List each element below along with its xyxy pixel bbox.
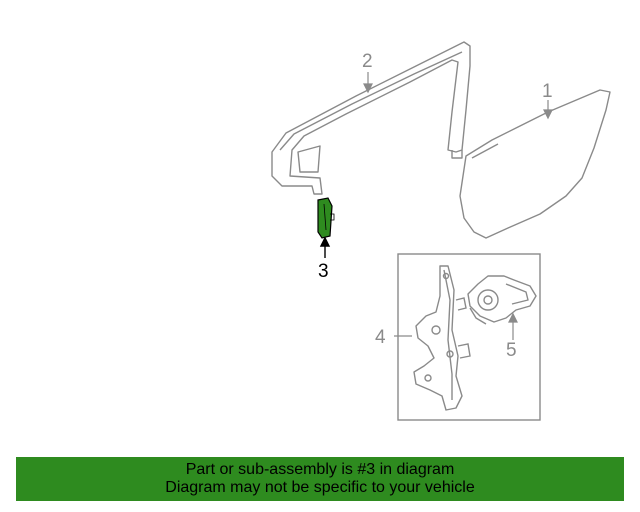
part-4-regulator-box[interactable]: [397, 253, 541, 421]
callout-1: 1: [542, 81, 553, 102]
callout-2: 2: [362, 51, 373, 72]
parts-diagram: 2 1 3 4 5: [271, 41, 611, 421]
part-1-glass[interactable]: [459, 89, 611, 239]
callout-4: 4: [375, 327, 386, 348]
part-2-channel[interactable]: [271, 41, 471, 195]
part-3-channel-highlight[interactable]: [317, 197, 335, 239]
callout-3: 3: [318, 261, 329, 282]
leader-line-part-3: [319, 236, 331, 258]
leader-lines: [363, 72, 553, 340]
banner-line-2: Diagram may not be specific to your vehi…: [165, 479, 475, 496]
callout-5: 5: [506, 340, 517, 361]
part-5-motor[interactable]: [467, 275, 537, 325]
banner-line-1: Part or sub-assembly is #3 in diagram: [185, 461, 455, 478]
info-banner: Part or sub-assembly is #3 in diagram Di…: [16, 457, 624, 501]
